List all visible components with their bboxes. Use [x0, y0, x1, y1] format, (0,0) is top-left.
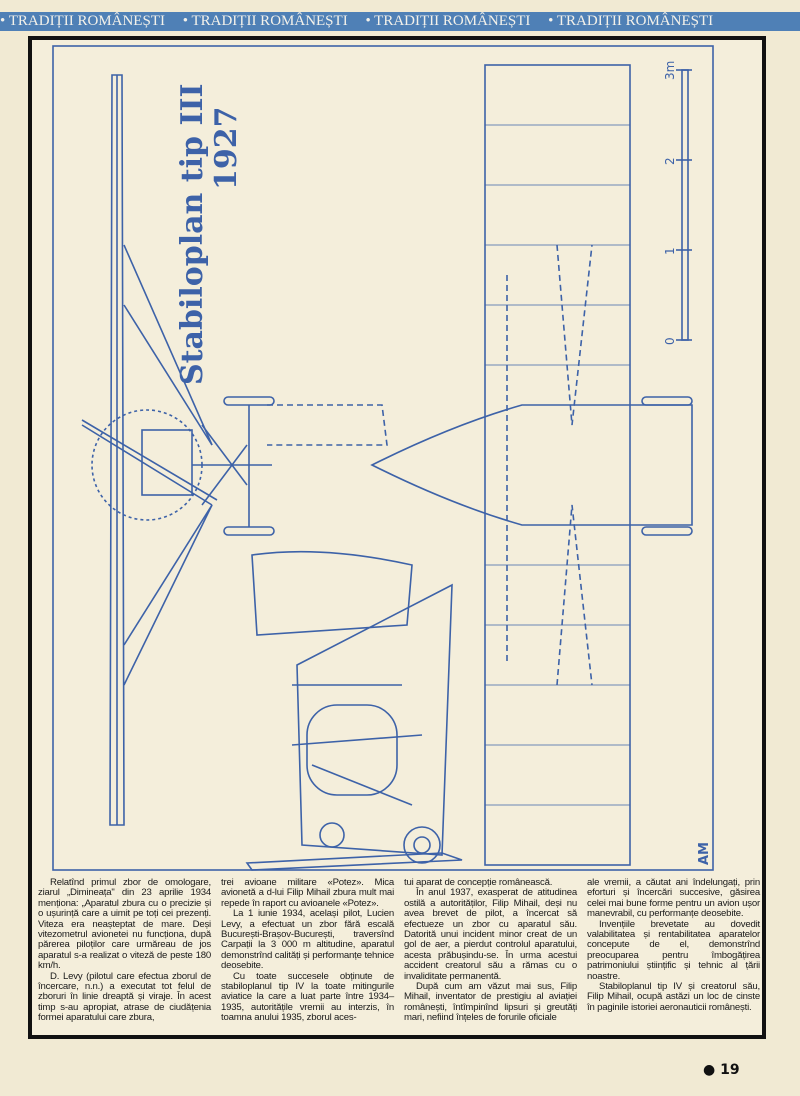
drawing-title: Stabiloplan tip III 1927	[175, 83, 244, 385]
scale-label: 2	[663, 157, 677, 165]
paragraph: În anul 1937, exasperat de atitudinea os…	[404, 887, 577, 982]
front-view	[81, 74, 275, 826]
article-body: Relatînd primul zbor de omologare, ziaru…	[38, 877, 760, 1024]
side-view	[245, 404, 463, 871]
paragraph: Stabiloplanul tip IV și creatorul său, F…	[587, 981, 760, 1013]
section-label: • TRADIȚII ROMÂNEȘTI	[365, 13, 531, 29]
scale-label: 3m	[663, 61, 677, 80]
paragraph: trei avioane militare «Potez». Mica avio…	[221, 877, 394, 909]
paragraph: D. Levy (pilotul care efectua zborul de …	[38, 970, 211, 1024]
paragraph: Invențiile brevetate au dovedit valabili…	[587, 918, 760, 982]
section-label: • TRADIȚII ROMÂNEȘTI	[182, 13, 348, 29]
section-header-band: • TRADIȚII ROMÂNEȘTI • TRADIȚII ROMÂNEȘT…	[0, 12, 800, 31]
paragraph: Relatînd primul zbor de omologare, ziaru…	[38, 877, 211, 972]
section-label: • TRADIȚII ROMÂNEȘTI	[0, 13, 165, 29]
page-number: ● 19	[703, 1062, 740, 1078]
blueprint-border	[52, 45, 714, 871]
article-column-4: ale vremii, a căutat ani îndelungați, pr…	[587, 877, 760, 1024]
artist-signature: AM	[697, 842, 712, 865]
scale-bar: 0 1 2 3m	[663, 61, 692, 345]
article-column-1: Relatînd primul zbor de omologare, ziaru…	[38, 877, 211, 1024]
aircraft-blueprint: Stabiloplan tip III 1927 0 1 2	[52, 45, 714, 871]
paragraph: La 1 iunie 1934, același pilot, Lucien L…	[221, 908, 394, 972]
paragraph: ale vremii, a căutat ani îndelungați, pr…	[587, 877, 760, 920]
title-line-2: 1927	[209, 107, 244, 191]
article-column-3: tui aparat de concepție românească. În a…	[404, 877, 577, 1024]
top-view	[370, 64, 693, 866]
article-frame	[28, 36, 766, 1039]
paragraph: Cu toate succesele obținute de stabilopl…	[221, 970, 394, 1024]
paragraph: tui aparat de concepție românească.	[404, 877, 553, 888]
scale-label: 1	[663, 247, 677, 255]
scale-label: 0	[663, 337, 677, 345]
title-line-1: Stabiloplan tip III	[175, 83, 210, 385]
page-number-value: 19	[720, 1062, 740, 1078]
section-label: • TRADIȚII ROMÂNEȘTI	[548, 13, 714, 29]
paragraph: După cum am văzut mai sus, Filip Mihail,…	[404, 981, 577, 1024]
article-column-2: trei avioane militare «Potez». Mica avio…	[221, 877, 394, 1024]
